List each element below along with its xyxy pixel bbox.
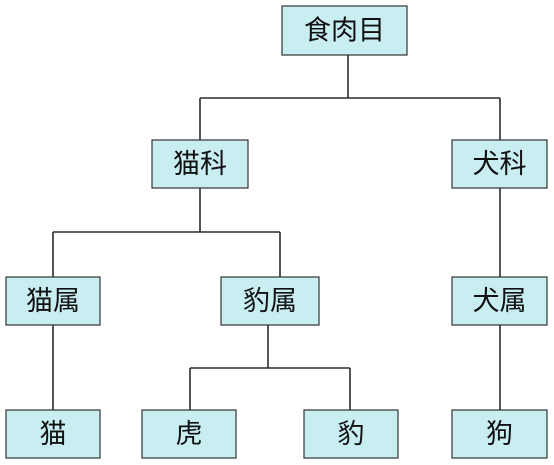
- node-root-label: 食肉目: [304, 16, 385, 47]
- node-species-tiger-label: 虎: [176, 419, 203, 450]
- node-species-leopard: 豹: [303, 409, 399, 459]
- node-genus-felis-label: 猫属: [26, 286, 80, 317]
- node-root: 食肉目: [281, 5, 408, 56]
- node-species-dog-label: 狗: [486, 419, 513, 450]
- node-family-canidae-label: 犬科: [473, 149, 527, 180]
- node-species-dog: 狗: [451, 409, 548, 459]
- node-species-leopard-label: 豹: [338, 419, 365, 450]
- node-family-felidae-label: 猫科: [173, 149, 227, 180]
- node-genus-panthera: 豹属: [220, 276, 320, 326]
- node-genus-felis: 猫属: [5, 276, 101, 326]
- node-family-canidae: 犬科: [451, 139, 548, 189]
- node-genus-canis-label: 犬属: [473, 286, 527, 317]
- connector-felidae-genera: [52, 188, 281, 277]
- node-species-cat-label: 猫: [40, 419, 67, 450]
- node-species-cat: 猫: [5, 409, 101, 459]
- node-family-felidae: 猫科: [151, 139, 249, 189]
- connector-root-families: [199, 55, 501, 140]
- node-genus-canis: 犬属: [451, 276, 548, 326]
- connector-panthera-species: [189, 325, 351, 410]
- node-species-tiger: 虎: [141, 409, 237, 459]
- connector-lines: [52, 55, 501, 410]
- node-genus-panthera-label: 豹属: [243, 286, 297, 317]
